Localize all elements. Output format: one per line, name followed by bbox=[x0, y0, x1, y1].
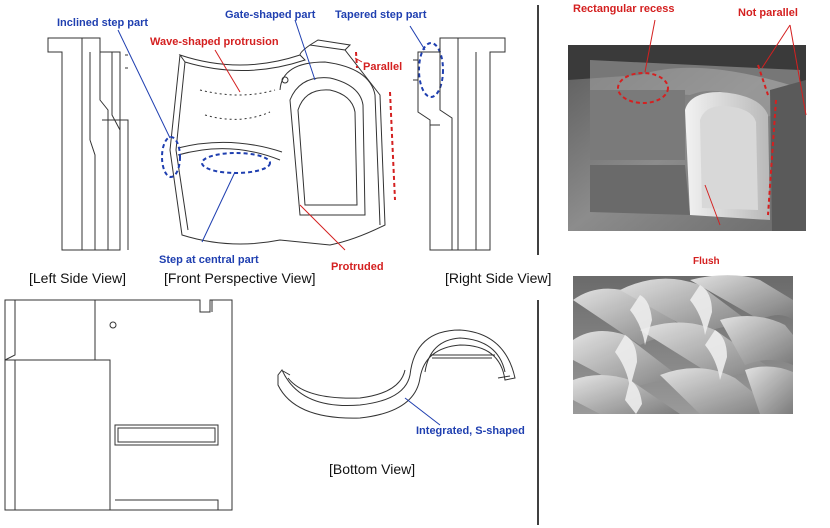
not-parallel-marker-a bbox=[757, 64, 769, 96]
leader-step-central bbox=[201, 171, 236, 243]
right-side-view-drawing bbox=[413, 37, 506, 251]
label-not-parallel: Not parallel bbox=[738, 7, 798, 19]
leader-not-parallel-1 bbox=[761, 24, 791, 69]
left-side-view-drawing bbox=[47, 37, 129, 251]
label-inclined-step: Inclined step part bbox=[57, 17, 149, 29]
leader-wave bbox=[214, 49, 241, 93]
leader-flush-photo bbox=[704, 184, 721, 226]
label-rectangular-recess: Rectangular recess bbox=[573, 3, 675, 15]
label-gate-shaped: Gate-shaped part bbox=[225, 9, 316, 21]
label-protruded: Protruded bbox=[331, 261, 384, 273]
not-parallel-marker-b bbox=[767, 99, 777, 216]
label-flush: Flush bbox=[693, 256, 720, 267]
label-parallel: Parallel bbox=[363, 61, 403, 73]
parallel-marker-b bbox=[389, 91, 396, 201]
parallel-marker-a bbox=[355, 51, 358, 69]
leader-gate bbox=[294, 19, 316, 81]
view-title-front-perspective: [Front Perspective View] bbox=[164, 270, 316, 286]
photo-roof-tiles bbox=[573, 275, 793, 414]
leader-parallel bbox=[354, 57, 363, 63]
rectangular-recess-marker bbox=[617, 72, 669, 104]
leader-tapered bbox=[409, 25, 426, 51]
label-wave-shaped: Wave-shaped protrusion bbox=[150, 36, 279, 48]
inclined-step-marker bbox=[161, 136, 181, 178]
leader-protruded bbox=[299, 204, 346, 251]
step-central-marker bbox=[201, 152, 271, 174]
front-perspective-drawing bbox=[169, 39, 386, 246]
label-step-central: Step at central part bbox=[159, 254, 259, 266]
view-title-left-side: [Left Side View] bbox=[29, 270, 127, 286]
leader-rect-recess bbox=[644, 19, 656, 73]
view-title-bottom: [Bottom View] bbox=[329, 461, 416, 477]
label-integrated: Integrated, S-shaped bbox=[416, 425, 525, 437]
bottom-left-view-drawing bbox=[4, 299, 233, 511]
view-title-right-side: [Right Side View] bbox=[445, 270, 552, 286]
photo-tile-closeup bbox=[568, 45, 806, 231]
leader-inclined bbox=[117, 29, 171, 139]
leader-not-parallel-2 bbox=[789, 24, 807, 116]
bottom-view-drawing bbox=[277, 329, 516, 419]
leader-integrated bbox=[404, 397, 441, 426]
tapered-step-marker bbox=[418, 42, 444, 98]
label-tapered-step: Tapered step part bbox=[335, 9, 427, 21]
